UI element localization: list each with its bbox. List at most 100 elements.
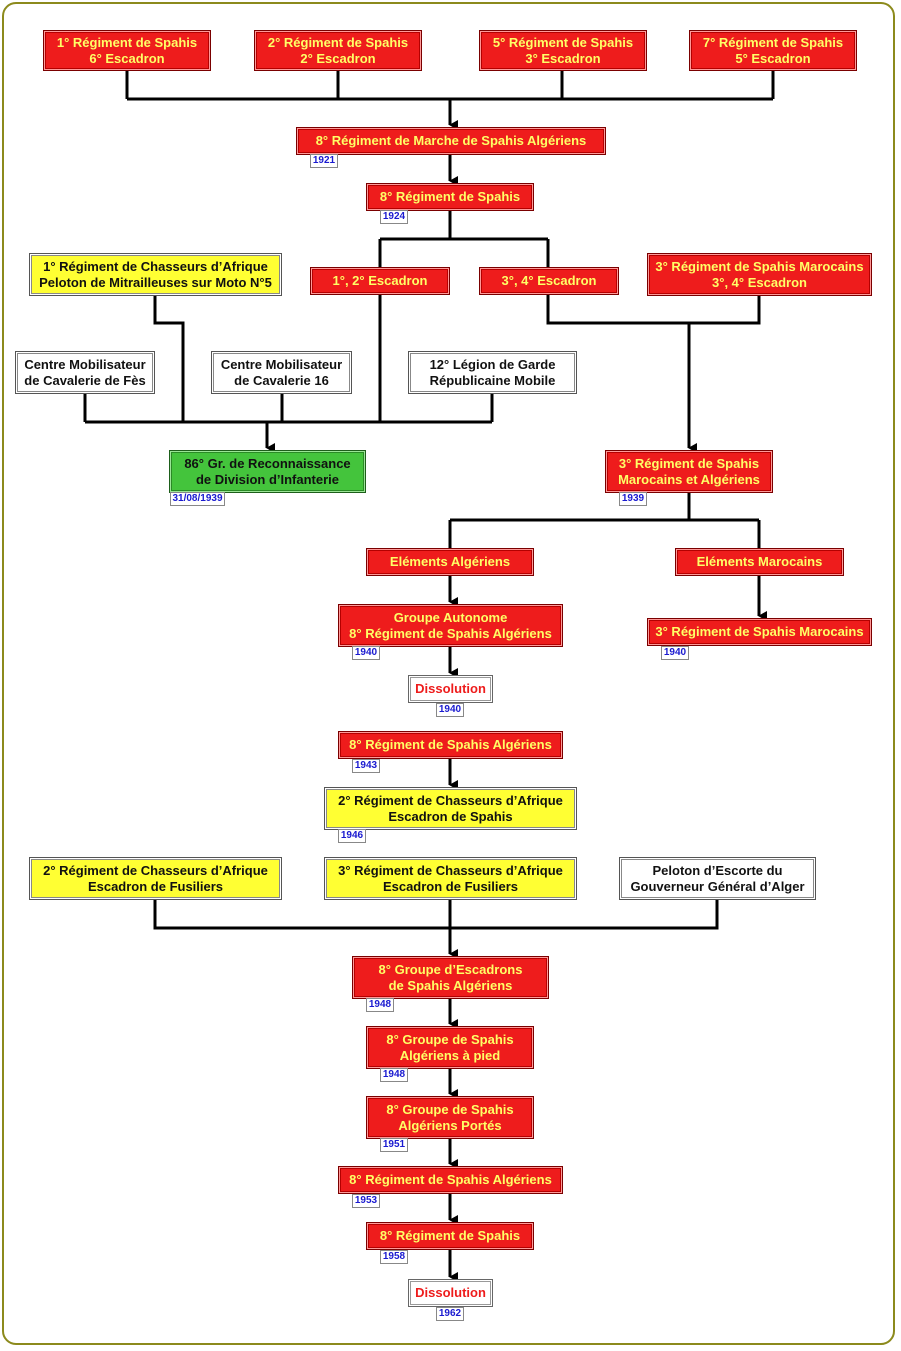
box-8-regiment-spahis-1924: 8° Régiment de Spahis <box>366 183 534 211</box>
date-1924: 1924 <box>380 210 408 224</box>
box-line: 12° Légion de Garde <box>429 356 556 372</box>
box-line: 3° Régiment de Chasseurs d’Afrique <box>338 862 563 878</box>
box-line: 86° Gr. de Reconnaissance <box>184 455 351 471</box>
box-8-regiment-spahis-1958: 8° Régiment de Spahis <box>366 1222 534 1250</box>
box-line: 2° Régiment de Spahis <box>267 34 409 50</box>
box-line: 2° Escadron <box>300 50 376 66</box>
box-8-regiment-marche-spahis-algeriens: 8° Régiment de Marche de Spahis Algérien… <box>296 127 606 155</box>
box-line: 3° Régiment de Spahis Marocains <box>655 258 864 274</box>
box-line: Centre Mobilisateur <box>24 356 146 372</box>
date-1958: 1958 <box>380 1250 408 1264</box>
date-1943: 1943 <box>352 759 380 773</box>
box-1-2-escadron: 1°, 2° Escadron <box>310 267 450 295</box>
box-3-4-escadron: 3°, 4° Escadron <box>479 267 619 295</box>
box-line: 8° Régiment de Spahis <box>379 189 521 204</box>
box-8-regiment-spahis-algeriens-1943: 8° Régiment de Spahis Algériens <box>338 731 563 759</box>
box-line: 3° Régiment de Spahis <box>618 455 760 471</box>
box-line: 8° Régiment de Spahis Algériens <box>349 737 552 752</box>
date-1953: 1953 <box>352 1194 380 1208</box>
box-line: 8° Régiment de Marche de Spahis Algérien… <box>315 133 587 148</box>
date-31-08-1939: 31/08/1939 <box>170 492 225 506</box>
box-line: 3°, 4° Escadron <box>712 274 807 290</box>
date-1946: 1946 <box>338 829 366 843</box>
box-line: 3° Escadron <box>525 50 601 66</box>
date-1962: 1962 <box>436 1307 464 1321</box>
date-1940: 1940 <box>352 646 380 660</box>
box-elements-marocains: Eléments Marocains <box>675 548 844 576</box>
date-1948: 1948 <box>366 998 394 1012</box>
box-line: Escadron de Spahis <box>388 808 513 824</box>
box-line: Algériens Portés <box>398 1117 502 1133</box>
date-1940: 1940 <box>661 646 689 660</box>
box-line: 5° Escadron <box>735 50 811 66</box>
date-1921: 1921 <box>310 154 338 168</box>
box-line: Eléments Marocains <box>696 554 823 569</box>
box-3-regiment-spahis-marocains-1940: 3° Régiment de Spahis Marocains <box>647 618 872 646</box>
box-line: Escadron de Fusiliers <box>87 878 224 894</box>
box-line: Escadron de Fusiliers <box>382 878 519 894</box>
box-line: Peloton d’Escorte du <box>652 862 783 878</box>
box-line: de Division d’Infanterie <box>195 471 340 487</box>
connector-line <box>546 295 761 325</box>
box-line: Peloton de Mitrailleuses sur Moto N°5 <box>39 274 272 290</box>
box-line: 3° Régiment de Spahis Marocains <box>655 624 864 639</box>
box-line: 8° Régiment de Spahis Algériens <box>349 1172 552 1187</box>
date-1951: 1951 <box>380 1138 408 1152</box>
box-line: 6° Escadron <box>89 50 165 66</box>
box-line: Marocains et Algériens <box>618 471 760 487</box>
box-line: Dissolution <box>415 1285 486 1300</box>
box-line: 2° Régiment de Chasseurs d’Afrique <box>338 792 563 808</box>
box-line: 8° Groupe d’Escadrons <box>378 961 523 977</box>
box-line: Eléments Algériens <box>389 554 511 569</box>
box-line: 8° Régiment de Spahis Algériens <box>349 625 552 641</box>
box-line: Centre Mobilisateur <box>220 356 343 372</box>
connector-line <box>153 296 185 422</box>
box-line: Gouverneur Général d’Alger <box>630 878 805 894</box>
box-line: 7° Régiment de Spahis <box>702 34 844 50</box>
box-line: 5° Régiment de Spahis <box>492 34 634 50</box>
box-line: Dissolution <box>415 681 486 696</box>
box-line: de Cavalerie 16 <box>234 372 329 388</box>
box-line: 1° Régiment de Chasseurs d’Afrique <box>43 258 268 274</box>
box-line: 1°, 2° Escadron <box>332 273 428 288</box>
date-1948: 1948 <box>380 1068 408 1082</box>
box-line: Groupe Autonome <box>393 609 508 625</box>
date-1939: 1939 <box>619 492 647 506</box>
box-elements-algeriens: Eléments Algériens <box>366 548 534 576</box>
box-line: 1° Régiment de Spahis <box>56 34 198 50</box>
box-line: de Cavalerie de Fès <box>24 372 146 388</box>
box-dissolution-1962: Dissolution <box>408 1279 493 1307</box>
box-line: 8° Groupe de Spahis <box>386 1101 514 1117</box>
box-line: 3°, 4° Escadron <box>501 273 597 288</box>
box-line: 8° Régiment de Spahis <box>379 1228 521 1243</box>
box-line: Républicaine Mobile <box>429 372 556 388</box>
box-dissolution-1940: Dissolution <box>408 675 493 703</box>
date-1940: 1940 <box>436 703 464 717</box>
box-line: de Spahis Algériens <box>388 977 513 993</box>
box-line: 8° Groupe de Spahis <box>386 1031 514 1047</box>
box-line: 2° Régiment de Chasseurs d’Afrique <box>43 862 268 878</box>
connector-line <box>153 900 719 930</box>
box-8-regiment-spahis-algeriens-1953: 8° Régiment de Spahis Algériens <box>338 1166 563 1194</box>
box-line: Algériens à pied <box>399 1047 501 1063</box>
